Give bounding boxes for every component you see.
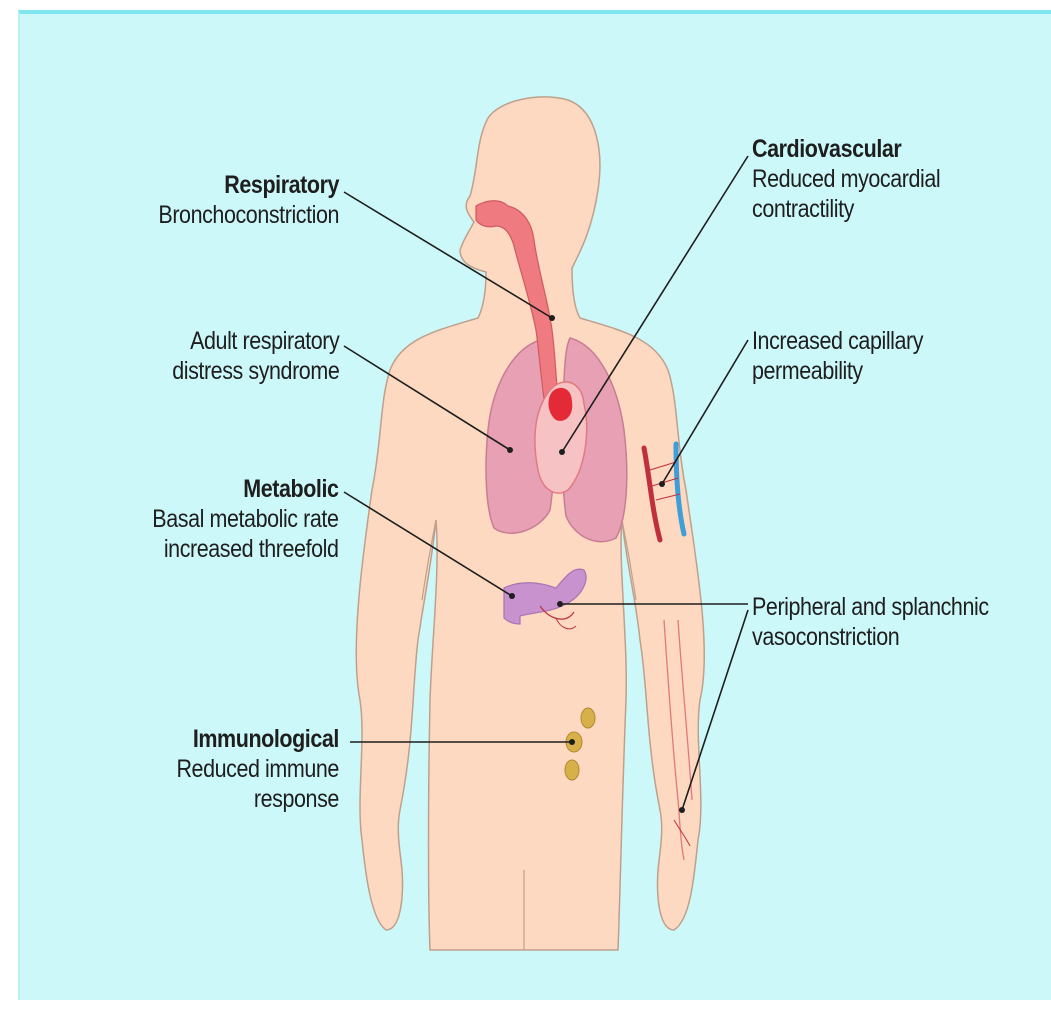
label-metabolic-line-1: Basal metabolic rate [153,504,339,534]
label-capillary: Increased capillary permeability [752,326,923,386]
label-cardiovascular: Cardiovascular Reduced myocardial contra… [752,134,940,224]
lymph-node [581,708,595,728]
label-respiratory-heading: Respiratory [158,170,339,200]
label-cardiovascular-line-1: Reduced myocardial [752,164,940,194]
label-immunological-line-1: Reduced immune [177,754,339,784]
label-respiratory: Respiratory Bronchoconstriction [158,170,339,230]
label-ards-line-2: distress syndrome [172,356,339,386]
label-respiratory-line-1: Bronchoconstriction [158,200,339,230]
label-ards-line-1: Adult respiratory [172,326,339,356]
label-capillary-line-1: Increased capillary [752,326,923,356]
label-metabolic-line-2: increased threefold [153,534,339,564]
lymph-node [565,760,579,780]
label-metabolic-heading: Metabolic [153,474,339,504]
label-immunological: Immunological Reduced immune response [177,724,339,814]
label-ards: Adult respiratory distress syndrome [172,326,339,386]
label-metabolic: Metabolic Basal metabolic rate increased… [153,474,339,564]
label-cardiovascular-heading: Cardiovascular [752,134,940,164]
label-capillary-line-2: permeability [752,356,923,386]
label-cardiovascular-line-2: contractility [752,194,940,224]
label-immunological-heading: Immunological [177,724,339,754]
label-vasoconstriction-line-1: Peripheral and splanchnic [752,592,989,622]
label-immunological-line-2: response [177,784,339,814]
label-vasoconstriction-line-2: vasoconstriction [752,622,989,652]
label-vasoconstriction: Peripheral and splanchnic vasoconstricti… [752,592,989,652]
